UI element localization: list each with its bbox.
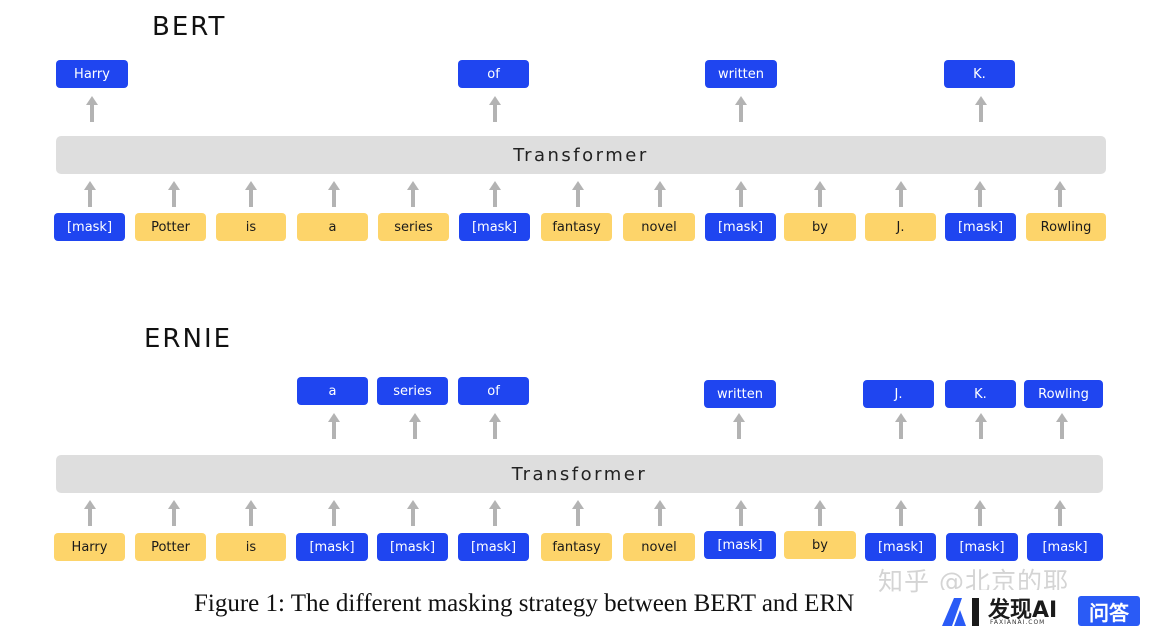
ernie-input-token: fantasy bbox=[541, 533, 612, 561]
faxianai-watermark: 发现AI FAXIANAI.COM 问答 bbox=[936, 590, 1156, 635]
ernie-output-token: of bbox=[458, 377, 529, 405]
bert-output-token: K. bbox=[944, 60, 1015, 88]
faxianai-domain: FAXIANAI.COM bbox=[990, 619, 1046, 626]
up-arrow-icon bbox=[572, 500, 584, 526]
bert-output-token: of bbox=[458, 60, 529, 88]
bert-output-token: Harry bbox=[56, 60, 128, 88]
bert-transformer-block: Transformer bbox=[56, 136, 1106, 174]
up-arrow-icon bbox=[168, 181, 180, 207]
up-arrow-icon bbox=[974, 181, 986, 207]
bert-input-token-mask: [mask] bbox=[54, 213, 125, 241]
up-arrow-icon bbox=[895, 500, 907, 526]
ai-logo-icon bbox=[942, 598, 979, 626]
up-arrow-icon bbox=[328, 181, 340, 207]
bert-input-token: series bbox=[378, 213, 449, 241]
ernie-transformer-block: Transformer bbox=[56, 455, 1103, 493]
bert-output-token: written bbox=[705, 60, 777, 88]
bert-input-token: fantasy bbox=[541, 213, 612, 241]
up-arrow-icon bbox=[814, 500, 826, 526]
up-arrow-icon bbox=[1054, 500, 1066, 526]
bert-input-token: Rowling bbox=[1026, 213, 1106, 241]
ernie-input-token: is bbox=[216, 533, 286, 561]
up-arrow-icon bbox=[84, 500, 96, 526]
ernie-input-token: by bbox=[784, 531, 856, 559]
up-arrow-icon bbox=[572, 181, 584, 207]
up-arrow-icon bbox=[407, 181, 419, 207]
up-arrow-icon bbox=[1054, 181, 1066, 207]
ernie-output-token: J. bbox=[863, 380, 934, 408]
up-arrow-icon bbox=[409, 413, 421, 439]
bert-input-token-mask: [mask] bbox=[459, 213, 530, 241]
up-arrow-icon bbox=[975, 96, 987, 122]
up-arrow-icon bbox=[328, 500, 340, 526]
ernie-input-token: novel bbox=[623, 533, 695, 561]
ernie-input-token-mask: [mask] bbox=[377, 533, 448, 561]
bert-input-token: J. bbox=[865, 213, 936, 241]
ernie-title: ERNIE bbox=[144, 324, 233, 354]
up-arrow-icon bbox=[168, 500, 180, 526]
ernie-input-token: Harry bbox=[54, 533, 125, 561]
up-arrow-icon bbox=[733, 413, 745, 439]
up-arrow-icon bbox=[735, 500, 747, 526]
up-arrow-icon bbox=[489, 413, 501, 439]
up-arrow-icon bbox=[974, 500, 986, 526]
up-arrow-icon bbox=[407, 500, 419, 526]
up-arrow-icon bbox=[654, 500, 666, 526]
ernie-output-token: series bbox=[377, 377, 448, 405]
figure-caption: Figure 1: The different masking strategy… bbox=[194, 590, 855, 617]
up-arrow-icon bbox=[489, 181, 501, 207]
up-arrow-icon bbox=[1056, 413, 1068, 439]
up-arrow-icon bbox=[654, 181, 666, 207]
up-arrow-icon bbox=[84, 181, 96, 207]
qa-badge: 问答 bbox=[1078, 596, 1140, 626]
faxianai-brand: 发现AI bbox=[988, 598, 1058, 623]
bert-input-token: novel bbox=[623, 213, 695, 241]
up-arrow-icon bbox=[975, 413, 987, 439]
ernie-input-token: Potter bbox=[135, 533, 206, 561]
ernie-output-token: K. bbox=[945, 380, 1016, 408]
ernie-input-token-mask: [mask] bbox=[296, 533, 368, 561]
bert-input-token: a bbox=[297, 213, 368, 241]
up-arrow-icon bbox=[895, 181, 907, 207]
up-arrow-icon bbox=[489, 500, 501, 526]
ernie-input-token-mask: [mask] bbox=[865, 533, 936, 561]
ernie-output-token: written bbox=[704, 380, 776, 408]
bert-input-token: by bbox=[784, 213, 856, 241]
up-arrow-icon bbox=[814, 181, 826, 207]
bert-input-token: is bbox=[216, 213, 286, 241]
ernie-input-token-mask: [mask] bbox=[1027, 533, 1103, 561]
bert-input-token-mask: [mask] bbox=[705, 213, 776, 241]
up-arrow-icon bbox=[328, 413, 340, 439]
up-arrow-icon bbox=[489, 96, 501, 122]
up-arrow-icon bbox=[735, 96, 747, 122]
up-arrow-icon bbox=[895, 413, 907, 439]
up-arrow-icon bbox=[245, 500, 257, 526]
ernie-input-token-mask: [mask] bbox=[458, 533, 529, 561]
up-arrow-icon bbox=[245, 181, 257, 207]
bert-input-token-mask: [mask] bbox=[945, 213, 1016, 241]
ernie-output-token: Rowling bbox=[1024, 380, 1103, 408]
ernie-input-token-mask: [mask] bbox=[946, 533, 1018, 561]
ernie-input-token-mask: [mask] bbox=[704, 531, 776, 559]
bert-title: BERT bbox=[152, 12, 227, 42]
ernie-output-token: a bbox=[297, 377, 368, 405]
up-arrow-icon bbox=[735, 181, 747, 207]
up-arrow-icon bbox=[86, 96, 98, 122]
bert-input-token: Potter bbox=[135, 213, 206, 241]
